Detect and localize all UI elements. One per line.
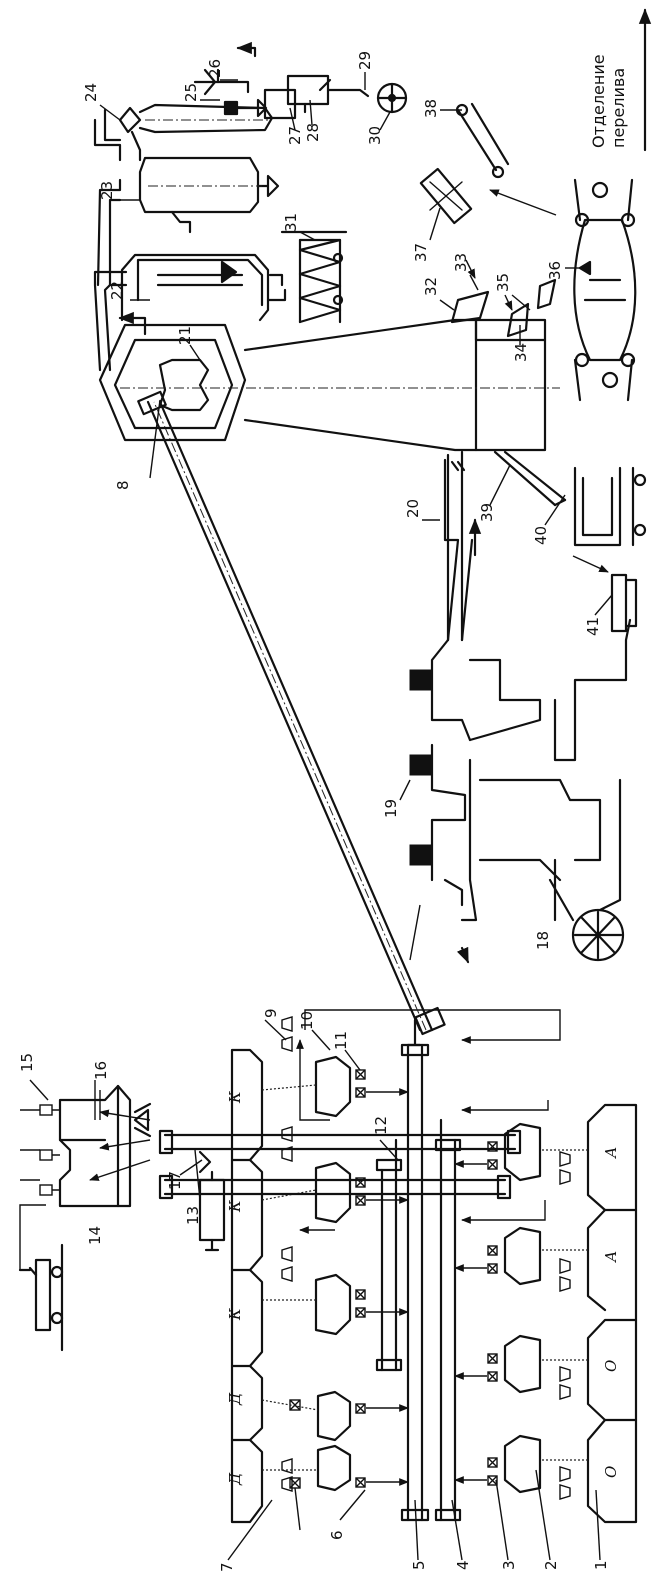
flue-ducts [93,178,128,372]
number-labels: 1 2 3 4 5 6 7 8 9 10 11 12 13 14 15 16 1… [18,51,610,1572]
label-5: 5 [410,1560,428,1570]
inclined-conveyor [137,390,446,1036]
label-8: 8 [114,480,132,490]
gas-producers [430,458,632,922]
label-15: 15 [18,1053,36,1072]
label-40: 40 [532,526,550,545]
caption-line-2: перелива [609,68,628,148]
batch-plant [18,1009,638,1524]
heat-exchanger [138,156,280,234]
label-41: 41 [584,617,602,636]
label-9: 9 [262,1008,280,1018]
forming-machine [573,178,637,402]
cyclone-filter [93,103,274,162]
bin-letter: О [602,1360,620,1372]
label-35: 35 [494,273,512,292]
gas-arrow [118,311,147,336]
cullet-belt [455,102,510,179]
cooling-radiator [280,230,348,324]
dosing-carriage [198,1170,226,1252]
cullet-arrow [489,189,557,216]
label-22: 22 [108,281,126,300]
label-12: 12 [372,1116,390,1135]
label-17: 17 [166,1171,184,1190]
crusher [419,167,473,225]
bin-letter: К [226,1091,244,1104]
label-4: 4 [454,1560,472,1570]
label-32: 32 [422,277,440,296]
cart-arrow [572,555,609,573]
feeder-arrows [465,259,513,311]
label-7: 7 [218,1562,236,1572]
label-16: 16 [92,1061,110,1080]
label-6: 6 [328,1530,346,1540]
label-31: 31 [282,213,300,232]
top-bin-row [230,1048,264,1524]
exhaust-system [193,68,408,120]
label-19: 19 [382,799,400,818]
bin-letter: Д [226,1472,244,1486]
bin-feeders [19,1104,60,1270]
label-13: 13 [184,1206,202,1225]
caption: Отделение перелива [589,8,652,152]
bin-letter: К [226,1308,244,1321]
label-26: 26 [206,59,224,78]
label-25: 25 [182,83,200,102]
bin-letters: Д Д К К К О О А А [226,1091,620,1486]
bin-arrows [89,1109,151,1181]
bin-letter: Д [226,1392,244,1406]
batch-feeders [450,278,557,338]
feed-lines [261,1084,588,1471]
label-11: 11 [332,1031,350,1050]
storage-bins [58,1084,152,1208]
label-3: 3 [500,1560,518,1570]
label-37: 37 [412,243,430,262]
flap-valve [198,1150,212,1174]
label-14: 14 [86,1226,104,1245]
bin-letter: А [602,1147,620,1159]
bin-letter: К [226,1200,244,1213]
label-10: 10 [298,1011,316,1030]
label-28: 28 [304,123,322,142]
overflow-chute [493,450,567,507]
mould-marker [578,260,592,276]
label-18: 18 [534,931,552,950]
label-23: 23 [98,181,116,200]
label-30: 30 [366,126,384,145]
weigh-hoppers-top [314,1055,352,1492]
label-20: 20 [404,499,422,518]
gates [289,1069,498,1489]
producer-exit-arrow [456,946,470,964]
collection-conveyors [158,1018,522,1522]
producer-hatches [409,669,433,866]
pallet [610,573,638,633]
feeders-bottom [559,1151,571,1500]
label-33: 33 [452,253,470,272]
melting-furnace [98,318,547,452]
label-34: 34 [512,343,530,362]
label-1: 1 [592,1560,610,1570]
bin-letter: О [602,1466,620,1478]
label-38: 38 [422,99,440,118]
leader-lines [29,72,613,1561]
gas-pipe [446,450,466,642]
overflow-cart [573,466,647,547]
label-29: 29 [356,51,374,70]
label-24: 24 [82,83,100,102]
transport-cart [18,1243,64,1352]
label-39: 39 [478,503,496,522]
flow-arrows [296,1009,561,1486]
caption-line-1: Отделение [589,54,608,148]
furnace-plant [93,41,647,964]
bin-letter: А [602,1251,620,1263]
label-21: 21 [176,326,194,345]
producer-wheel [548,878,625,962]
label-36: 36 [546,261,564,280]
label-27: 27 [286,126,304,145]
label-2: 2 [542,1560,560,1570]
recuperator [120,253,287,322]
bottom-bin-row [586,1103,638,1524]
stack-arrow [236,41,257,58]
